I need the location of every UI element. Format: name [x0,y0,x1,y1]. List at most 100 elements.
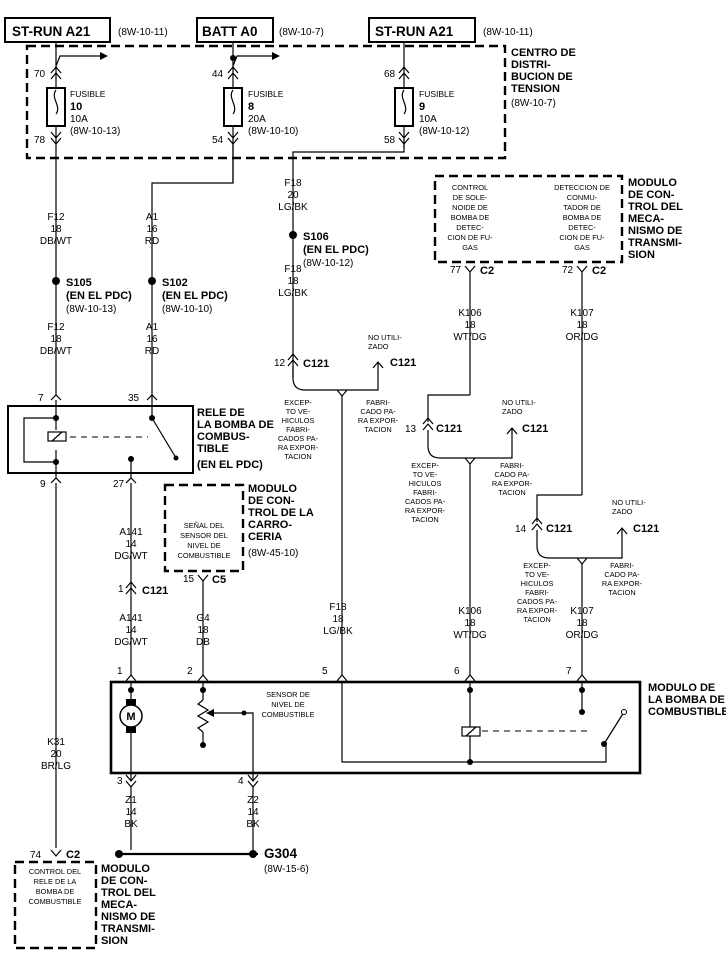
svg-text:9: 9 [40,479,46,490]
pcm-top-inner-right: DETECCION DE CONMU- TADOR DE BOMBA DE DE… [554,183,610,252]
fuse-10: 70 FUSIBLE 10 10A (8W-10-13) 78 [34,42,120,240]
svg-text:44: 44 [212,69,224,80]
svg-text:C2: C2 [592,265,606,277]
svg-text:SENSOR DEL: SENSOR DEL [180,531,228,540]
svg-text:27: 27 [113,479,125,490]
wire-k106-a: K106 18 WT/DG [453,308,487,343]
svg-text:LG/BK: LG/BK [323,626,353,637]
pump-top-pins: 1 2 5 6 7 [117,666,588,682]
svg-text:TO VE-: TO VE- [286,407,311,416]
svg-text:S105: S105 [66,277,92,289]
svg-text:(8W-10-11): (8W-10-11) [483,27,533,38]
svg-text:18: 18 [197,625,209,636]
svg-text:TRANSMI-: TRANSMI- [628,237,682,249]
svg-text:K106: K106 [458,308,482,319]
svg-text:F18: F18 [284,178,302,189]
svg-text:TENSION: TENSION [511,83,560,95]
svg-text:MECA-: MECA- [628,213,664,225]
svg-text:TROL DE LA: TROL DE LA [248,507,314,519]
svg-text:20: 20 [287,190,299,201]
svg-text:HICULOS: HICULOS [282,416,315,425]
wire-f12-a: F12 18 DB/WT [40,212,72,247]
svg-text:NIVEL DE: NIVEL DE [271,700,304,709]
svg-text:RD: RD [145,346,159,357]
svg-text:FABRI-: FABRI- [366,398,390,407]
svg-text:C121: C121 [436,423,462,435]
svg-text:NOIDE DE: NOIDE DE [452,203,488,212]
svg-text:C121: C121 [546,523,572,535]
svg-text:FABRI-: FABRI- [610,561,634,570]
svg-text:DISTRI-: DISTRI- [511,59,551,71]
svg-text:5: 5 [322,666,328,677]
svg-text:18: 18 [464,320,476,331]
pump-bottom-pins: 3 4 [117,774,259,788]
svg-text:DE CON-: DE CON- [101,875,148,887]
svg-text:7: 7 [566,666,572,677]
svg-text:TACION: TACION [608,588,635,597]
svg-text:F18: F18 [329,602,347,613]
svg-text:BUCION DE: BUCION DE [511,71,573,83]
svg-text:FUSIBLE: FUSIBLE [70,89,106,99]
svg-text:G4: G4 [196,613,210,624]
svg-text:DG/WT: DG/WT [114,637,147,648]
svg-text:54: 54 [212,135,224,146]
svg-text:C121: C121 [522,423,548,435]
svg-text:(8W-10-12): (8W-10-12) [303,258,353,269]
svg-text:K107: K107 [570,606,594,617]
svg-text:78: 78 [34,135,46,146]
svg-text:FABRI-: FABRI- [286,425,310,434]
svg-text:DETEC-: DETEC- [456,223,484,232]
relay-title: RELE DE LA BOMBA DE COMBUS- TIBLE (EN EL… [197,407,274,471]
svg-text:20: 20 [50,749,62,760]
svg-text:(8W-10-12): (8W-10-12) [419,126,469,137]
svg-text:C5: C5 [212,574,226,586]
svg-text:C2: C2 [480,265,494,277]
svg-text:F12: F12 [47,322,65,333]
svg-text:HICULOS: HICULOS [521,579,554,588]
svg-text:6: 6 [454,666,460,677]
svg-text:(EN EL PDC): (EN EL PDC) [162,290,228,302]
svg-text:MODULO DE: MODULO DE [648,682,715,694]
svg-text:BK: BK [246,819,260,830]
wire-k107-b: K107 18 OR/DG [566,606,599,641]
svg-text:18: 18 [464,618,476,629]
pdc-outline [25,44,507,160]
pcm-bottom: 74 C2 CONTROL DEL RELE DE LA BOMBA DE CO… [13,849,156,950]
svg-text:10: 10 [70,101,82,113]
bcm-title: MODULO DE CON- TROL DE LA CARRO- CERIA (… [248,483,314,559]
strun-a21-left: ST-RUN A21 (8W-10-11) [4,17,168,43]
c121-pin-14: 14 C121 C121 NO UTILI- ZADO [515,494,659,565]
svg-text:DE CON-: DE CON- [248,495,295,507]
svg-text:TADOR DE: TADOR DE [563,203,601,212]
svg-text:NO UTILI-: NO UTILI- [502,398,536,407]
svg-text:BR/LG: BR/LG [41,761,71,772]
svg-text:CADO PA-: CADO PA- [360,407,396,416]
svg-text:(EN EL PDC): (EN EL PDC) [66,290,132,302]
svg-text:TIBLE: TIBLE [197,443,229,455]
svg-text:CARRO-: CARRO- [248,519,292,531]
svg-text:A141: A141 [119,613,143,624]
svg-text:CONTROL: CONTROL [452,183,488,192]
svg-text:MODULO: MODULO [101,863,150,875]
bcm-inner: SEÑAL DEL SENSOR DEL NIVEL DE COMBUSTIBL… [178,521,231,560]
svg-text:EXCEP-: EXCEP- [411,461,439,470]
svg-text:RELE DE: RELE DE [197,407,245,419]
svg-text:Z2: Z2 [247,795,259,806]
wire-k106-b: K106 18 WT/DG [453,606,487,641]
wire-a141-a: A141 14 DG/WT [114,527,147,562]
svg-text:14: 14 [125,625,137,636]
svg-text:NISMO DE: NISMO DE [628,225,682,237]
svg-text:(8W-10-11): (8W-10-11) [118,27,168,38]
svg-text:S106: S106 [303,231,329,243]
svg-text:(EN EL PDC): (EN EL PDC) [197,459,263,471]
svg-text:14: 14 [125,539,137,550]
svg-text:CONTROL DEL: CONTROL DEL [29,867,81,876]
svg-text:RA EXPOR-: RA EXPOR- [602,579,643,588]
svg-text:DETEC-: DETEC- [568,223,596,232]
svg-text:18: 18 [576,320,588,331]
splice-s106: S106 (EN EL PDC) (8W-10-12) [289,231,369,269]
svg-text:35: 35 [128,393,140,404]
svg-text:18: 18 [287,276,299,287]
svg-text:EXCEP-: EXCEP- [284,398,312,407]
svg-text:NISMO DE: NISMO DE [101,911,155,923]
